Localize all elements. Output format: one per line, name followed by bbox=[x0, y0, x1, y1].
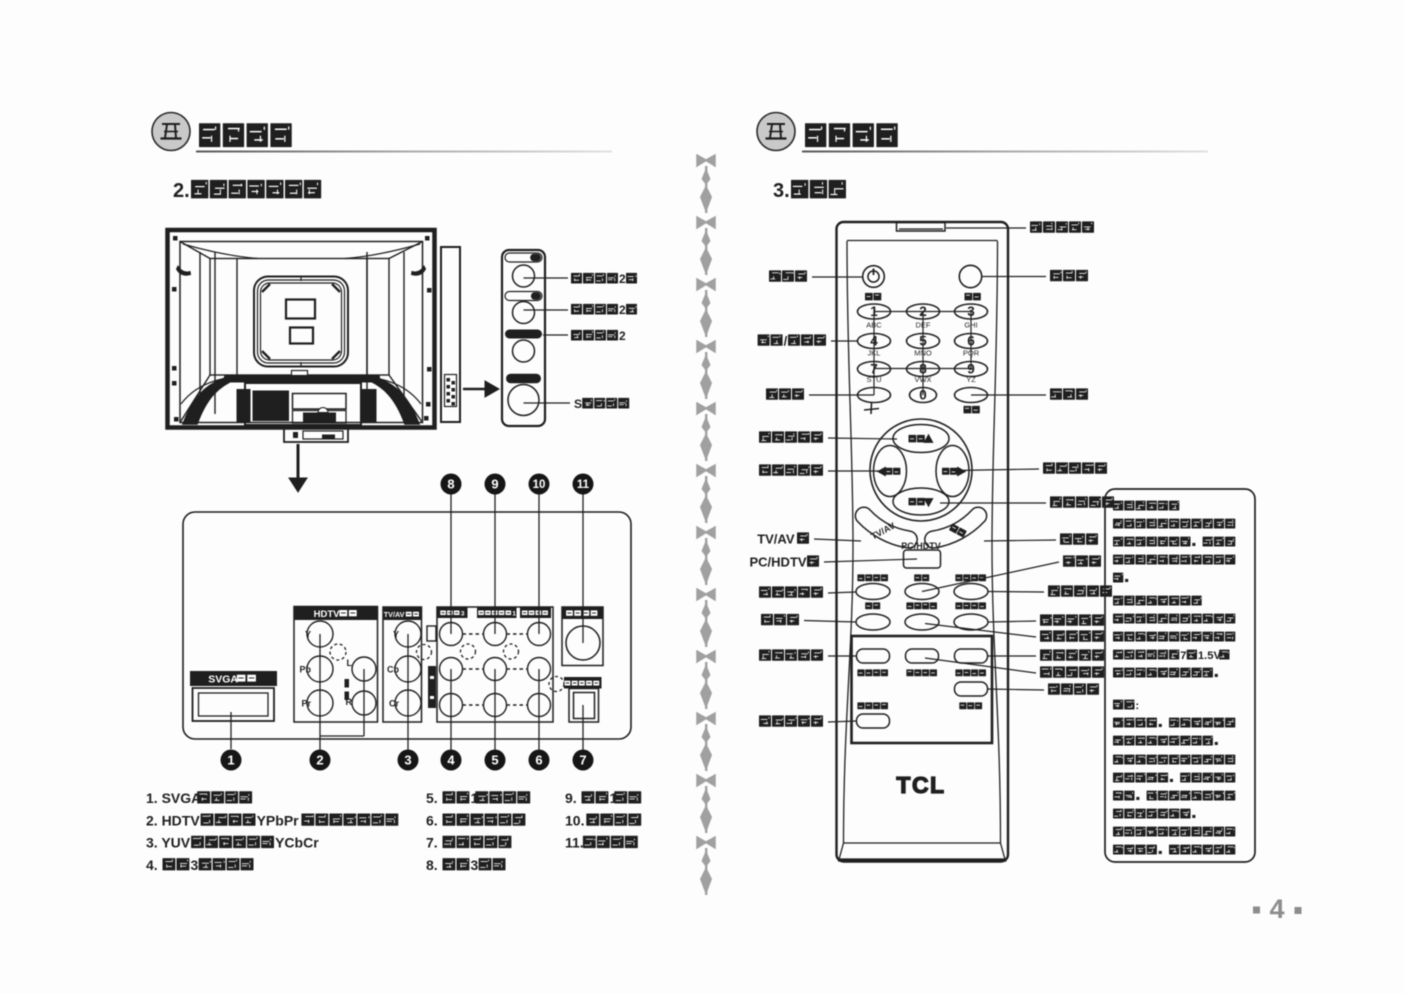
svg-text:2. HDTV: 2. HDTV bbox=[146, 812, 200, 828]
svg-text:TCL: TCL bbox=[896, 772, 945, 798]
svg-text:HDTV: HDTV bbox=[314, 609, 341, 620]
svg-text:2.: 2. bbox=[173, 180, 190, 202]
svg-text:TV/AV: TV/AV bbox=[384, 610, 405, 619]
svg-text:Cr: Cr bbox=[389, 699, 399, 709]
svg-text:2: 2 bbox=[619, 303, 626, 317]
svg-text:3. YUV: 3. YUV bbox=[146, 835, 191, 851]
svg-text:3: 3 bbox=[191, 857, 199, 873]
svg-text:3: 3 bbox=[471, 857, 479, 873]
svg-text:2: 2 bbox=[316, 753, 323, 768]
svg-text:4: 4 bbox=[1269, 894, 1284, 924]
svg-text:11: 11 bbox=[577, 479, 590, 491]
svg-text:TCL: TCL bbox=[896, 772, 945, 798]
svg-text:Pb: Pb bbox=[299, 665, 311, 675]
svg-text:PC/HDTV: PC/HDTV bbox=[750, 554, 807, 569]
svg-text:3: 3 bbox=[404, 753, 411, 768]
svg-text:YZ: YZ bbox=[966, 375, 976, 384]
svg-text:1: 1 bbox=[610, 790, 618, 806]
svg-text:2: 2 bbox=[619, 272, 626, 286]
svg-text:Y: Y bbox=[393, 630, 399, 640]
svg-text:8.: 8. bbox=[426, 857, 438, 873]
svg-text:4: 4 bbox=[447, 753, 455, 768]
svg-text:L: L bbox=[347, 658, 353, 668]
svg-text:R: R bbox=[346, 697, 353, 707]
svg-text:YPbPr: YPbPr bbox=[257, 812, 300, 828]
svg-text:10: 10 bbox=[533, 479, 546, 491]
svg-text:5: 5 bbox=[491, 753, 498, 768]
svg-text:11.: 11. bbox=[565, 835, 584, 851]
svg-text:2: 2 bbox=[619, 329, 626, 343]
svg-text:10.: 10. bbox=[565, 812, 584, 828]
svg-text:6: 6 bbox=[535, 753, 542, 768]
svg-text:TV/AV: TV/AV bbox=[869, 521, 897, 542]
svg-text:TV/AV: TV/AV bbox=[757, 531, 795, 546]
svg-text:/: / bbox=[784, 333, 788, 348]
svg-text:4.: 4. bbox=[146, 857, 158, 873]
svg-text:1. SVGA: 1. SVGA bbox=[146, 790, 201, 806]
svg-text:S: S bbox=[574, 397, 582, 411]
svg-text:7: 7 bbox=[1180, 650, 1186, 662]
svg-text:1: 1 bbox=[471, 790, 479, 806]
svg-text:7: 7 bbox=[579, 753, 586, 768]
svg-text:9: 9 bbox=[491, 477, 498, 492]
svg-text:1: 1 bbox=[227, 753, 234, 768]
svg-text:9.: 9. bbox=[565, 790, 577, 806]
svg-text:Y: Y bbox=[305, 630, 311, 640]
svg-text::: : bbox=[1135, 700, 1139, 712]
svg-text:8: 8 bbox=[447, 477, 454, 492]
svg-text:Pr: Pr bbox=[301, 699, 311, 709]
svg-text:6.: 6. bbox=[426, 812, 438, 828]
svg-text:Cb: Cb bbox=[387, 665, 399, 675]
svg-text:SVGA: SVGA bbox=[208, 674, 238, 686]
svg-text:5.: 5. bbox=[426, 790, 438, 806]
svg-text:3.: 3. bbox=[773, 180, 790, 202]
svg-text:PC/HDTV: PC/HDTV bbox=[901, 541, 941, 551]
svg-text:3: 3 bbox=[461, 611, 465, 618]
svg-text:7.: 7. bbox=[426, 835, 438, 851]
svg-text:1.5V: 1.5V bbox=[1198, 650, 1222, 662]
svg-text:YCbCr: YCbCr bbox=[275, 835, 319, 851]
svg-text:1: 1 bbox=[512, 611, 516, 618]
